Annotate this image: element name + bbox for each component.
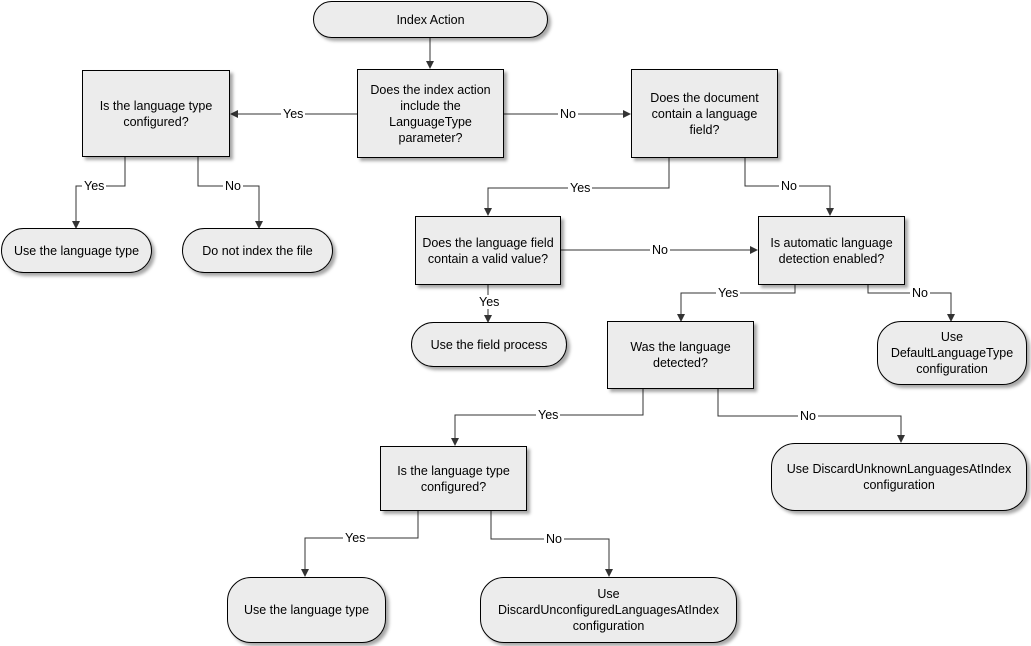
start-terminal: Index Action <box>313 1 548 38</box>
decision-language-detected: Was the language detected? <box>607 321 754 389</box>
decision-auto-detection-enabled: Is automatic language detection enabled? <box>758 216 905 285</box>
label-param-yes: Yes <box>281 107 306 121</box>
label-docfield-no: No <box>779 179 799 193</box>
terminal-use-field-process: Use the field process <box>411 322 567 367</box>
terminal-use-language-type-bottom: Use the language type <box>227 577 386 643</box>
decision-valid-field-value: Does the language field contain a valid … <box>415 216 561 285</box>
label-param-no: No <box>558 107 578 121</box>
label-docfield-yes: Yes <box>568 181 593 195</box>
label-typeleft-no: No <box>223 179 243 193</box>
terminal-discard-unknown-languages: Use DiscardUnknownLanguagesAtIndex confi… <box>771 443 1027 511</box>
edge-auto-no <box>867 285 955 322</box>
terminal-use-language-type-left: Use the language type <box>1 228 152 273</box>
label-typeleft-yes: Yes <box>82 179 107 193</box>
terminal-discard-unconfigured-languages: Use DiscardUnconfiguredLanguagesAtIndex … <box>480 577 737 643</box>
terminal-do-not-index: Do not index the file <box>182 228 333 273</box>
label-detected-yes: Yes <box>536 408 561 422</box>
label-typebottom-no: No <box>544 532 564 546</box>
decision-language-type-configured-bottom: Is the language type configured? <box>380 446 527 511</box>
label-typebottom-yes: Yes <box>343 531 368 545</box>
label-detected-no: No <box>798 409 818 423</box>
label-valid-yes: Yes <box>477 295 502 309</box>
label-auto-no: No <box>910 286 930 300</box>
label-valid-no: No <box>650 243 670 257</box>
terminal-default-language-type: Use DefaultLanguageType configuration <box>877 321 1027 385</box>
decision-language-type-configured-left: Is the language type configured? <box>82 70 230 157</box>
decision-languagetype-parameter: Does the index action include the Langua… <box>357 69 504 158</box>
label-auto-yes: Yes <box>716 286 741 300</box>
decision-document-language-field: Does the document contain a language fie… <box>631 69 778 158</box>
